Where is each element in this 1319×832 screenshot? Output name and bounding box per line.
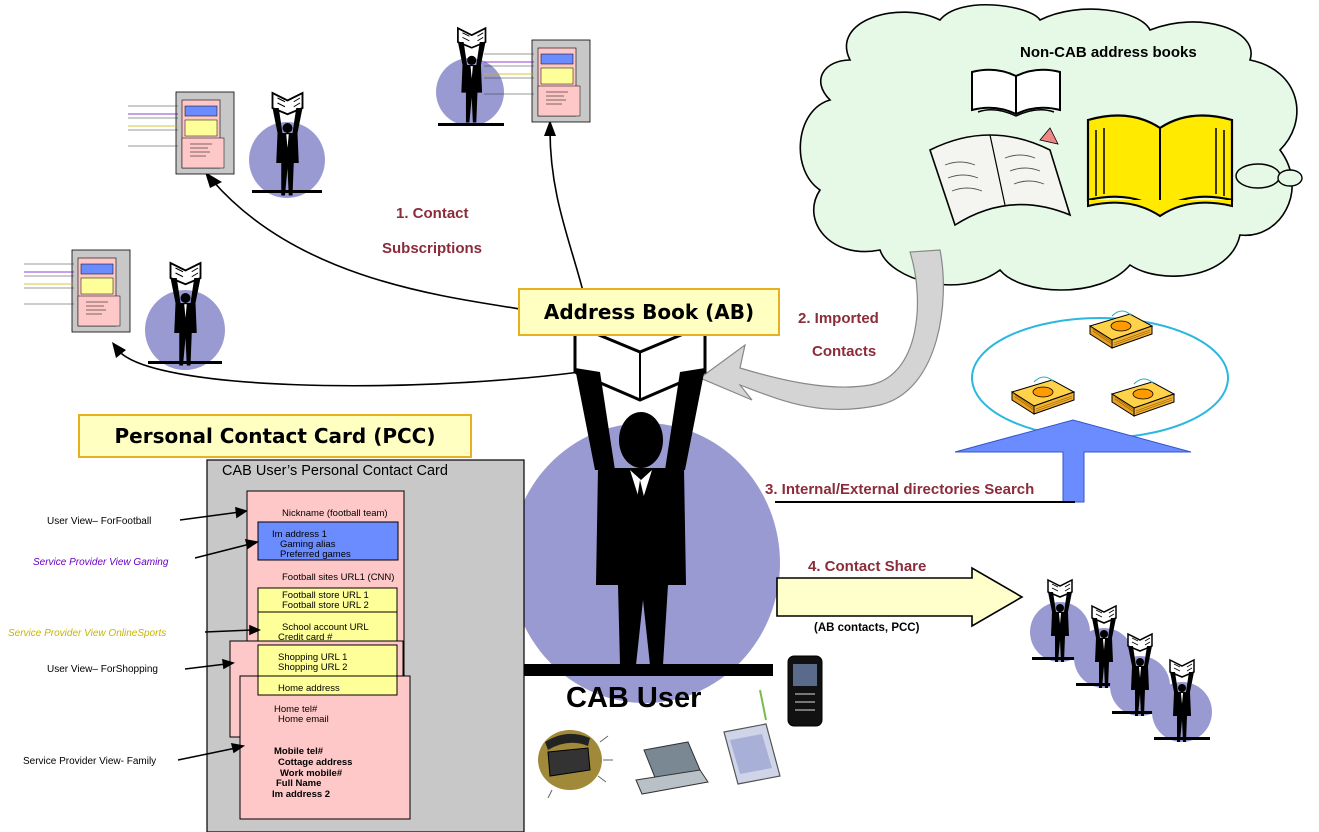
view-user-shopping: User View– ForShopping: [47, 664, 158, 675]
laptop-icon: [635, 741, 709, 795]
cab-user-figure: [573, 322, 707, 665]
pcc-im-address-2: Im address 2: [272, 789, 331, 800]
pcc-mobile-tel: Mobile tel#: [274, 746, 324, 757]
pcc-card-header: CAB User’s Personal Contact Card: [222, 463, 448, 479]
desk-phone-icon: [538, 730, 613, 799]
pcc-full-name: Full Name: [276, 778, 322, 789]
pcc-shopping-1: Shopping URL 1: [278, 652, 348, 663]
contact-share-label: 4. Contact Share: [808, 558, 927, 575]
pcc-im-address-1: Im address 1: [272, 529, 327, 540]
address-book-title: Address Book (AB): [518, 288, 780, 336]
pcc-gaming-alias: Gaming alias: [280, 539, 336, 550]
contact-subscriptions-line1: 1. Contact: [396, 205, 469, 222]
subscription-arrow-3: [117, 349, 581, 387]
pcc-home-email: Home email: [278, 714, 329, 725]
search-arrow: [954, 419, 1192, 503]
share-recipients: [1030, 579, 1212, 743]
contact-subscriptions-line2: Subscriptions: [382, 240, 483, 257]
pcc-football-sites: Football sites URL1 (CNN): [282, 572, 395, 583]
yellow-book-icon: [1086, 114, 1234, 218]
non-cab-label: Non-CAB address books: [1020, 44, 1197, 61]
open-book-outline-icon: [971, 68, 1061, 117]
subscriber-2: [436, 27, 591, 126]
pcc-home-tel: Home tel#: [274, 704, 318, 715]
directories-search-label: 3. Internal/External directories Search: [765, 481, 1035, 498]
non-cab-cloud: [799, 3, 1298, 291]
view-sp-family: Service Provider View- Family: [23, 756, 157, 767]
share-items-label: (AB contacts, PCC): [814, 622, 920, 634]
pcc-onlinesports-section: [257, 611, 398, 642]
pcc-home-address: Home address: [278, 683, 340, 694]
sketch-address-book-icon: [929, 127, 1072, 227]
imported-contacts-line1: 2. Imported: [798, 310, 879, 327]
view-sp-gaming: Service Provider View Gaming: [33, 557, 169, 568]
import-arrow: [698, 249, 944, 411]
view-user-football: User View– ForFootball: [47, 516, 152, 527]
pcc-credit-card: Credit card #: [278, 632, 333, 643]
subscriber-3: [23, 249, 225, 370]
view-sp-onlinesports: Service Provider View OnlineSports: [8, 628, 167, 639]
pcc-football-store-section: [257, 587, 398, 613]
imported-contacts-line2: Contacts: [812, 343, 877, 360]
pcc-work-mobile: Work mobile#: [280, 768, 343, 779]
pcc-title: Personal Contact Card (PCC): [78, 414, 472, 458]
pcc-football-store-1: Football store URL 1: [282, 590, 369, 601]
cab-user-label: CAB User: [566, 682, 702, 714]
pda-icon: [723, 689, 781, 785]
cab-user-platform: [521, 664, 773, 676]
subscriber-1: [127, 91, 325, 198]
pcc-preferred-games: Preferred games: [280, 549, 351, 560]
pcc-gaming-section: [257, 521, 399, 561]
pcc-nickname: Nickname (football team): [282, 508, 388, 519]
share-arrow: [776, 566, 1024, 628]
mobile-phone-icon: [787, 655, 823, 727]
pcc-shopping-2: Shopping URL 2: [278, 662, 348, 673]
pcc-football-store-2: Football store URL 2: [282, 600, 369, 611]
pcc-school-account: School account URL: [282, 622, 369, 633]
pcc-cottage-address: Cottage address: [278, 757, 353, 768]
